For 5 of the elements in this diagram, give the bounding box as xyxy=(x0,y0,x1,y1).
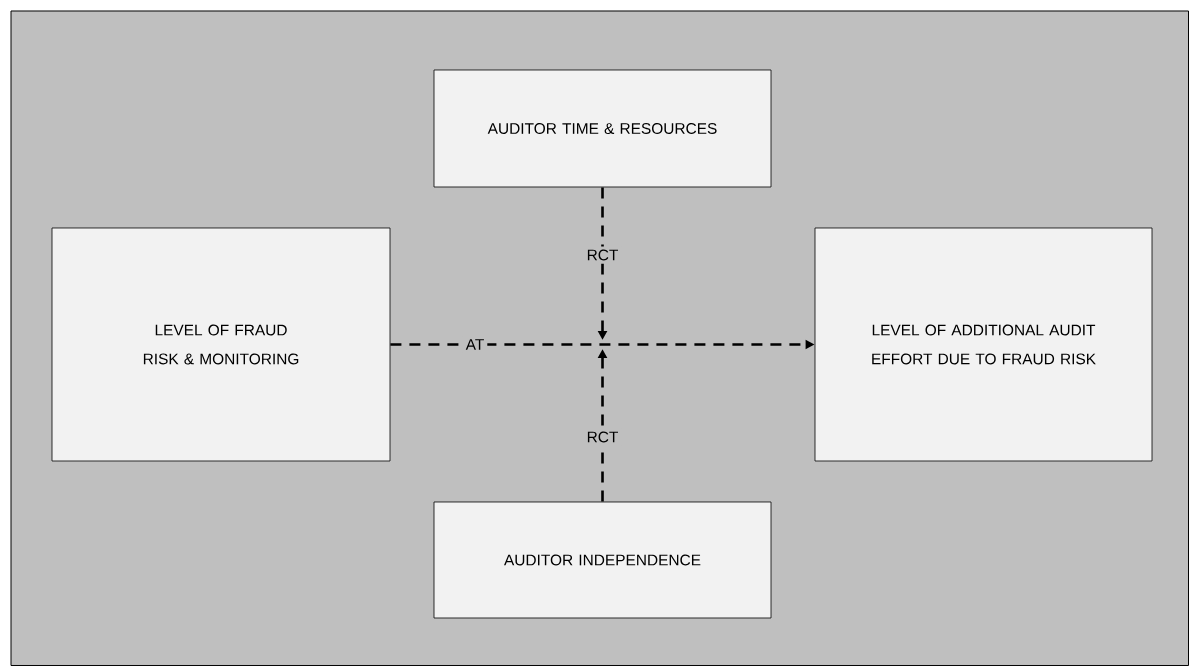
process-box: AUDITOR INDEPENDENCE xyxy=(433,501,772,619)
process-box: LEVEL OF FRAUD RISK & MONITORING xyxy=(51,227,391,462)
edge-label: AT xyxy=(462,336,488,353)
process-box: AUDITOR TIME & RESOURCES xyxy=(433,69,772,188)
process-box: LEVEL OF ADDITIONAL AUDIT EFFORT DUE TO FRAUD RISK xyxy=(814,227,1153,462)
